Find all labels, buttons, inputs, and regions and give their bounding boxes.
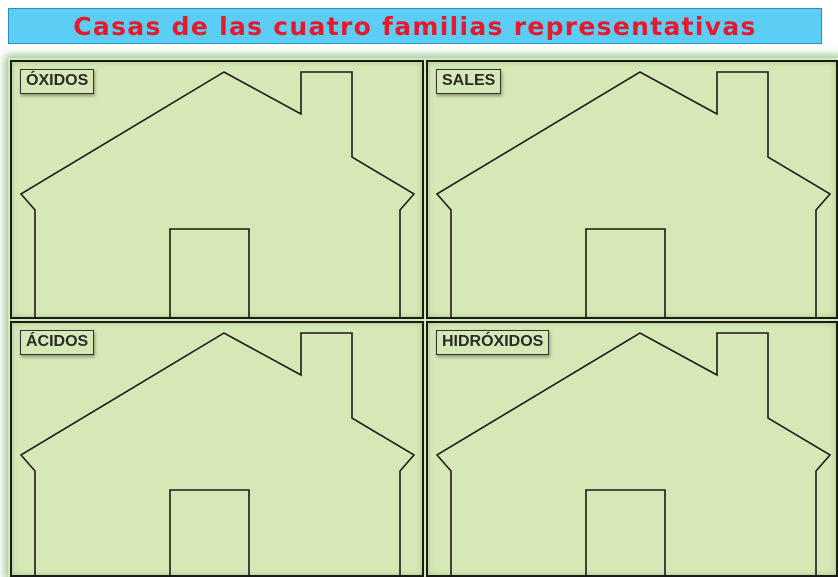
panel-acidos: ÁCIDOS xyxy=(10,321,424,577)
houses-board: ÓXIDOS SALES ÁCIDOS HIDRÓXIDOS xyxy=(8,58,838,577)
panel-sales: SALES xyxy=(426,60,838,319)
house-outline-icon xyxy=(19,71,416,317)
panel-hidroxidos: HIDRÓXIDOS xyxy=(426,321,838,577)
house-outline-icon xyxy=(435,71,832,317)
panel-label: ÁCIDOS xyxy=(20,330,95,355)
title-banner: Casas de las cuatro familias representat… xyxy=(8,8,822,44)
house-outline-icon xyxy=(435,332,832,575)
panel-label: SALES xyxy=(436,69,502,94)
panel-label: ÓXIDOS xyxy=(20,69,95,94)
house-outline-icon xyxy=(19,332,416,575)
panel-label: HIDRÓXIDOS xyxy=(436,330,550,355)
page-title: Casas de las cuatro familias representat… xyxy=(73,11,757,41)
panel-oxidos: ÓXIDOS xyxy=(10,60,424,319)
